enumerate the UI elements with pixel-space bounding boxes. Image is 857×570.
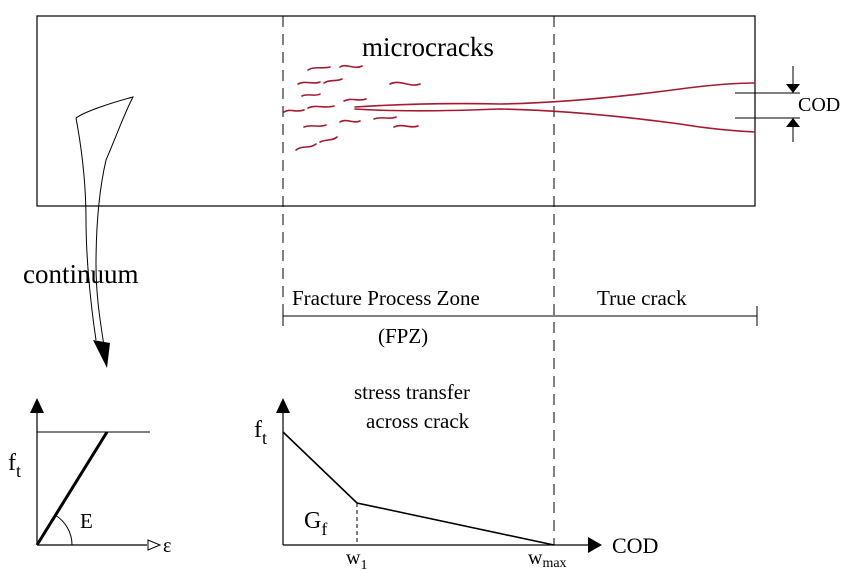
elastic-loading-line xyxy=(35,431,109,546)
softening-x-arrowhead xyxy=(588,537,602,553)
cod-indicator xyxy=(735,66,800,142)
true-crack-label: True crack xyxy=(597,286,687,310)
modulus-arc xyxy=(54,514,73,546)
fpz-label: Fracture Process Zone xyxy=(292,286,480,310)
fpz-abbrev-label: (FPZ) xyxy=(378,324,428,348)
zone-dimension-line xyxy=(282,306,758,326)
stress-transfer-label-line1: stress transfer xyxy=(354,380,470,404)
continuum-arrow xyxy=(75,96,134,368)
main-crack xyxy=(354,82,756,133)
stress-strain-plot xyxy=(30,398,162,551)
softening-y-arrowhead xyxy=(276,398,290,413)
cod-axis-label: COD xyxy=(612,533,658,558)
cod-label: COD xyxy=(798,94,840,116)
continuum-label: continuum xyxy=(23,259,139,289)
continuum-arrowhead xyxy=(93,340,110,368)
microcracks-label: microcracks xyxy=(362,32,494,62)
cod-arrow-down xyxy=(786,84,800,93)
wmax-label: wmax xyxy=(528,547,567,570)
softening-ft-label: ft xyxy=(254,417,267,448)
stress-strain-y-arrowhead xyxy=(30,398,44,413)
softening-plot xyxy=(276,398,602,553)
stress-strain-ft-label: ft xyxy=(8,450,21,481)
specimen-body xyxy=(36,15,756,207)
stress-strain-x-arrowhead xyxy=(147,539,162,551)
fracture-energy-gf-label: Gf xyxy=(304,508,327,539)
modulus-e-label: E xyxy=(80,509,93,533)
stress-transfer-label-line2: across crack xyxy=(366,409,470,433)
microcracks xyxy=(283,64,421,151)
w1-label: w1 xyxy=(346,547,367,570)
cod-arrow-up xyxy=(786,118,800,127)
strain-epsilon-label: ε xyxy=(163,535,171,557)
